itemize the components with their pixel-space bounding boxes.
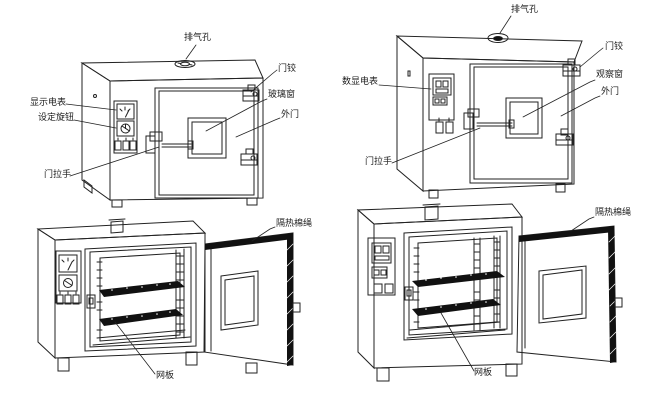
label-glass-window: 玻璃窗 xyxy=(268,90,296,100)
door-hinge-top xyxy=(562,58,581,77)
label-insulation-seal: 隔热棉绳 xyxy=(276,219,313,229)
mesh-shelves xyxy=(99,281,185,326)
side-vent-hole xyxy=(93,94,97,98)
meter-window xyxy=(116,103,135,120)
inner-window-frame xyxy=(220,270,259,331)
oven-foot xyxy=(57,357,70,372)
oven-side-face xyxy=(396,34,424,193)
exhaust-stub xyxy=(422,203,441,221)
switch xyxy=(373,283,383,294)
switch xyxy=(72,294,80,305)
setting-knob xyxy=(116,120,135,137)
label-door-hinge: 门铰 xyxy=(605,42,624,52)
label-display-meter: 显示电表 xyxy=(30,98,67,108)
oven-foot xyxy=(505,363,518,377)
oven-digital-closed xyxy=(378,15,604,199)
oven-foot xyxy=(376,367,390,382)
label-mesh-shelf: 网板 xyxy=(474,368,493,378)
outer-door xyxy=(154,87,259,199)
insulation-seal xyxy=(608,226,616,363)
label-outer-door: 外门 xyxy=(601,87,620,97)
door-handle xyxy=(145,131,194,154)
insulation-seal xyxy=(519,226,614,242)
open-door xyxy=(203,232,301,374)
oven-foot xyxy=(246,197,258,206)
digital-display xyxy=(432,77,452,96)
door-hinge-bottom xyxy=(240,148,258,166)
oven-side-face xyxy=(81,62,111,201)
door-knob xyxy=(292,302,301,313)
label-door-hinge: 门铰 xyxy=(278,64,297,74)
label-observation-window: 观察窗 xyxy=(596,70,624,80)
outer-door xyxy=(469,63,573,184)
oven-foot xyxy=(111,199,123,208)
leader-lines xyxy=(440,216,595,372)
switch xyxy=(129,140,137,151)
label-door-handle: 门拉手 xyxy=(44,170,72,180)
chamber-opening xyxy=(403,226,513,341)
label-door-handle: 门拉手 xyxy=(365,157,393,167)
control-panel-analog xyxy=(113,100,138,154)
door-latch-pin xyxy=(86,294,96,309)
mesh-shelves xyxy=(412,271,505,316)
oven-side-face xyxy=(37,228,56,360)
digital-display xyxy=(371,242,392,264)
observation-window xyxy=(505,97,543,139)
exhaust-stub xyxy=(108,218,126,234)
oven-analog-closed xyxy=(65,44,281,208)
label-exhaust-vent: 排气孔 xyxy=(511,5,539,15)
oven-analog-open xyxy=(36,218,301,375)
door-latch-pin xyxy=(404,286,414,301)
control-panel-digital xyxy=(428,73,455,134)
switch xyxy=(445,121,454,134)
meter-window xyxy=(58,254,78,273)
oven-side-face xyxy=(357,208,375,370)
switch xyxy=(64,294,72,305)
door-hinge-top xyxy=(242,84,260,102)
glass-window xyxy=(187,117,227,159)
oven-front-face xyxy=(373,216,523,369)
open-door xyxy=(516,225,623,363)
label-mesh-shelf: 网板 xyxy=(156,371,175,381)
door-foot xyxy=(245,362,258,374)
door-knob xyxy=(614,297,623,308)
insulation-seal xyxy=(287,234,293,366)
label-outer-door: 外门 xyxy=(281,110,300,120)
control-panel-digital xyxy=(367,237,396,296)
door-hinge-bottom xyxy=(555,128,574,146)
oven-front-face xyxy=(422,57,575,192)
control-panel-analog xyxy=(55,250,82,305)
exhaust-vent xyxy=(487,33,509,43)
oven-top-face xyxy=(80,59,264,82)
door-handle xyxy=(463,108,515,130)
oven-foot xyxy=(555,183,566,193)
leader-lines xyxy=(65,44,281,177)
oven-foot xyxy=(185,351,198,366)
inner-window-frame xyxy=(538,265,587,324)
switch xyxy=(122,140,130,151)
label-insulation-seal: 隔热棉绳 xyxy=(595,208,632,218)
switch xyxy=(435,121,444,134)
oven-foot xyxy=(83,179,93,194)
label-exhaust-vent: 排气孔 xyxy=(184,33,212,43)
label-digital-meter: 数显电表 xyxy=(342,77,379,87)
switch xyxy=(384,283,394,294)
exhaust-vent xyxy=(174,60,196,68)
label-setting-knob: 设定旋钮 xyxy=(38,113,75,123)
setting-knob xyxy=(58,274,78,292)
insulation-seal xyxy=(205,233,293,250)
leader-lines xyxy=(378,15,604,164)
chamber-opening xyxy=(84,242,197,352)
switch xyxy=(114,140,122,151)
oven-front-face xyxy=(109,77,264,201)
switch xyxy=(56,294,64,305)
oven-foot xyxy=(428,189,439,199)
leader-lines xyxy=(114,226,276,375)
side-vent-hole xyxy=(407,70,411,77)
oven-digital-open xyxy=(356,203,623,382)
